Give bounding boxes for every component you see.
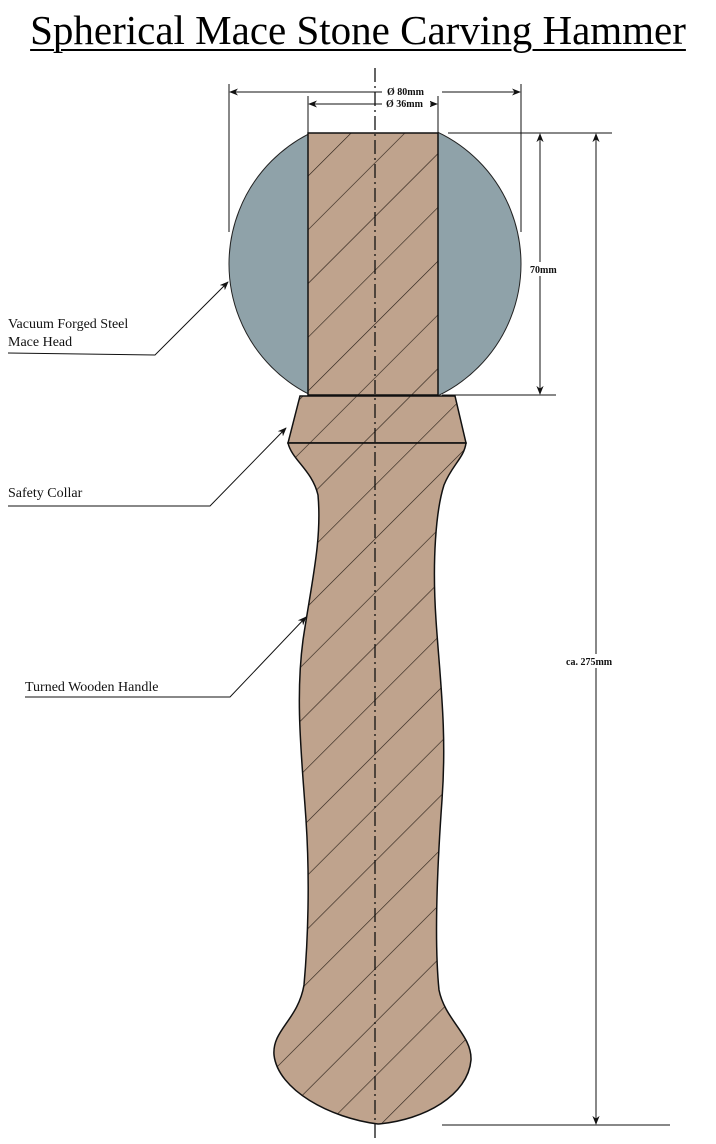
total-length-dimension [442, 133, 670, 1126]
collar-leader [8, 427, 287, 507]
handle-leader [25, 616, 307, 698]
mace-head-label-line1: Vacuum Forged Steel [8, 317, 128, 332]
mace-head [228, 131, 522, 397]
bore-diameter-label: Ø 36mm [386, 99, 424, 110]
head-diameter-label: Ø 80mm [387, 87, 425, 98]
diagram-title: Spherical Mace Stone Carving Hammer [30, 7, 686, 53]
bore-diameter-dimension [307, 96, 439, 133]
collar-label: Safety Collar [8, 486, 83, 501]
total-length-label: ca. 275mm [566, 657, 613, 668]
safety-collar [287, 395, 467, 444]
handle-label: Turned Wooden Handle [25, 680, 158, 695]
wooden-handle [273, 442, 472, 1125]
mace-head-label-line2: Mace Head [8, 335, 72, 350]
head-height-dimension [442, 132, 612, 396]
handle-tenon [307, 132, 439, 396]
mace-head-leader [7, 281, 229, 356]
head-height-label: 70mm [530, 265, 557, 276]
head-diameter-dimension [228, 84, 522, 232]
